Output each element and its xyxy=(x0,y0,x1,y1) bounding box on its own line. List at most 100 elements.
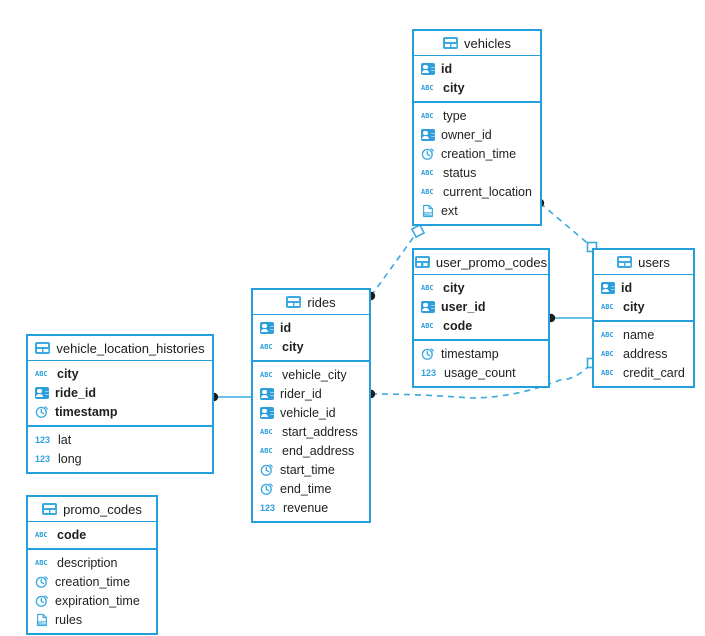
field-rides-rider_id[interactable]: rider_id xyxy=(253,384,369,403)
field-label: ride_id xyxy=(55,385,96,400)
field-label: usage_count xyxy=(444,365,516,380)
abc-string-icon: ABC xyxy=(421,111,434,120)
table-header-user_promo_codes[interactable]: user_promo_codes xyxy=(414,250,548,275)
field-label: name xyxy=(623,327,655,342)
field-users-credit_card[interactable]: ABC credit_card xyxy=(594,363,693,382)
field-vehicles-type[interactable]: ABC type xyxy=(414,106,540,125)
abc-string-icon: ABC xyxy=(35,558,48,567)
field-label: id xyxy=(621,280,633,295)
abc-string-icon: ABC xyxy=(601,368,614,377)
field-vehicles-id[interactable]: id xyxy=(414,59,540,78)
abc-string-icon: ABC xyxy=(260,370,273,379)
edge-line xyxy=(539,202,593,248)
table-icon xyxy=(35,342,51,354)
field-promo_codes-creation_time[interactable]: creation_time xyxy=(28,572,156,591)
field-label: creation_time xyxy=(55,574,131,589)
field-user_promo_codes-timestamp[interactable]: timestamp xyxy=(414,344,548,363)
table-header-vehicles[interactable]: vehicles xyxy=(414,31,540,56)
table-title: promo_codes xyxy=(63,501,142,517)
table-header-users[interactable]: users xyxy=(594,250,693,275)
clock-icon xyxy=(35,594,49,608)
field-promo_codes-expiration_time[interactable]: expiration_time xyxy=(28,591,156,610)
field-label: user_id xyxy=(441,299,486,314)
field-rides-end_time[interactable]: end_time xyxy=(253,479,369,498)
field-label: owner_id xyxy=(441,127,492,142)
json-file-icon: JSON xyxy=(421,204,435,218)
relationship-vehicle_location_histories-rides[interactable] xyxy=(209,392,251,402)
id-badge-icon xyxy=(421,128,435,141)
field-vehicles-owner_id[interactable]: owner_id xyxy=(414,125,540,144)
table-icon xyxy=(42,503,58,515)
clock-icon xyxy=(260,482,274,496)
field-label: credit_card xyxy=(623,365,685,380)
json-file-icon: JSON xyxy=(35,613,49,627)
abc-string-icon: ABC xyxy=(260,446,273,455)
abc-string-icon: ABC xyxy=(35,369,48,378)
relationship-vehicles-users[interactable] xyxy=(535,198,598,253)
svg-text:JSON: JSON xyxy=(424,212,432,216)
field-label: lat xyxy=(58,432,72,447)
table-icon xyxy=(443,37,459,49)
field-label: start_time xyxy=(280,462,335,477)
field-rides-vehicle_id[interactable]: vehicle_id xyxy=(253,403,369,422)
abc-string-icon: ABC xyxy=(35,530,48,539)
table-title: vehicle_location_histories xyxy=(56,340,205,356)
abc-string-icon: ABC xyxy=(601,302,614,311)
relationship-user_promo_codes-users[interactable] xyxy=(546,313,592,323)
field-label: creation_time xyxy=(441,146,517,161)
table-header-rides[interactable]: rides xyxy=(253,290,369,315)
field-label: start_address xyxy=(282,424,358,439)
table-header-vehicle_location_histories[interactable]: vehicle_location_histories xyxy=(28,336,212,361)
field-vehicle_location_histories-timestamp[interactable]: timestamp xyxy=(28,402,212,421)
field-rides-id[interactable]: id xyxy=(253,318,369,337)
field-label: type xyxy=(443,108,467,123)
table-header-promo_codes[interactable]: promo_codes xyxy=(28,497,156,522)
field-label: vehicle_id xyxy=(280,405,336,420)
field-label: long xyxy=(58,451,82,466)
field-vehicle_location_histories-city[interactable]: ABC city xyxy=(28,364,212,383)
field-vehicles-creation_time[interactable]: creation_time xyxy=(414,144,540,163)
clock-icon xyxy=(421,347,435,361)
id-badge-icon xyxy=(421,300,435,313)
abc-string-icon: ABC xyxy=(260,342,273,351)
table-title: vehicles xyxy=(464,35,511,51)
field-vehicle_location_histories-ride_id[interactable]: ride_id xyxy=(28,383,212,402)
field-users-id[interactable]: id xyxy=(594,278,693,297)
field-rides-start_time[interactable]: start_time xyxy=(253,460,369,479)
field-user_promo_codes-user_id[interactable]: user_id xyxy=(414,297,548,316)
clock-icon xyxy=(35,575,49,589)
field-label: city xyxy=(57,366,79,381)
